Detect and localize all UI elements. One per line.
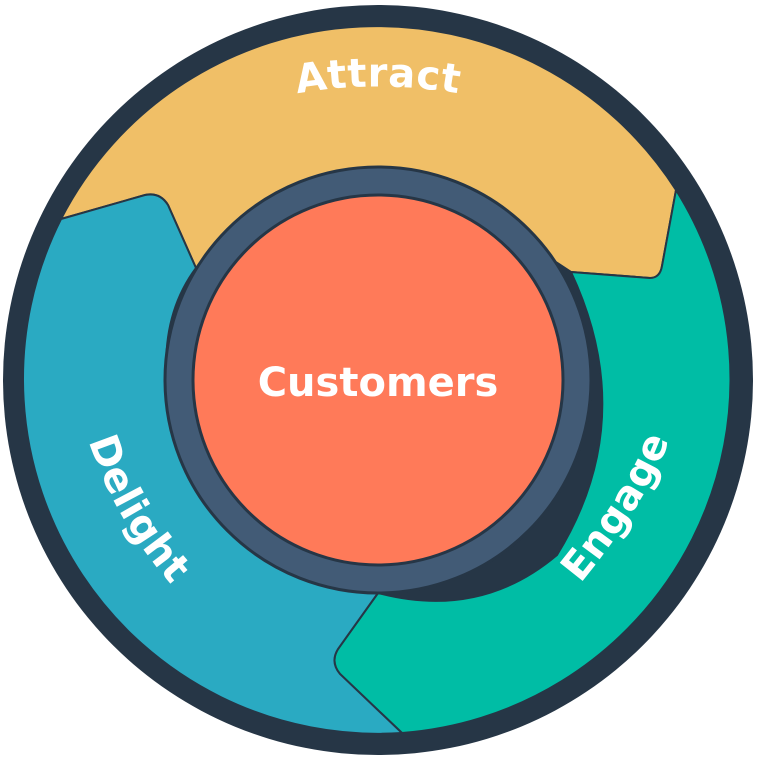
center-label: Customers [258, 360, 499, 406]
center-circle [191, 193, 565, 567]
segment-label-attract: Attract [292, 50, 464, 103]
